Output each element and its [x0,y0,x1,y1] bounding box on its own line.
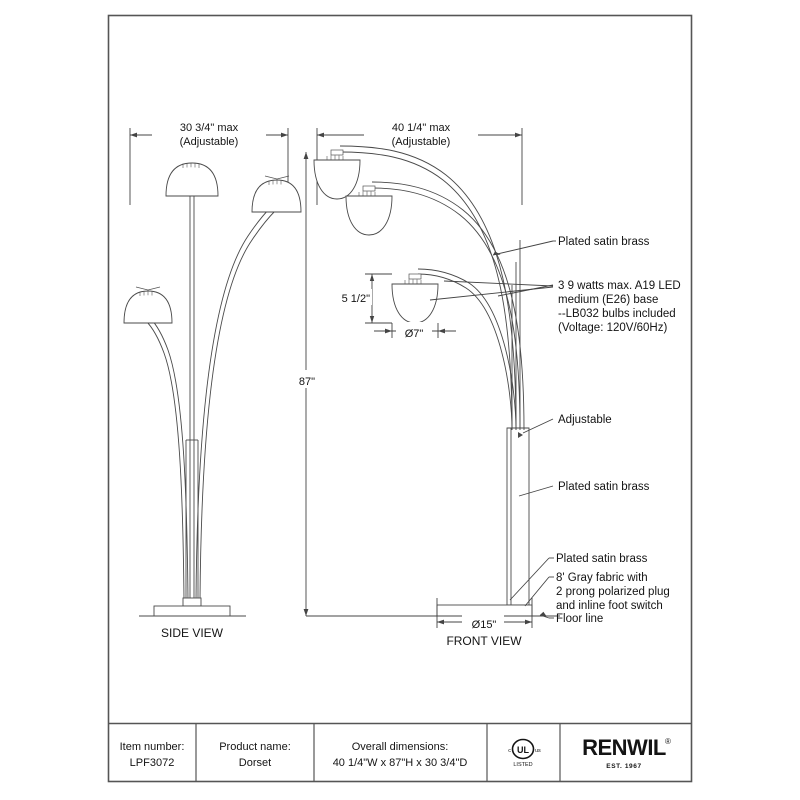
product-name-value: Dorset [239,757,271,769]
callout-leader-adjustable [522,418,554,434]
front-view-label: FRONT VIEW [446,634,522,648]
callout-plated-satin-brass-pole: Plated satin brass [558,481,650,493]
item-number-value: LPF3072 [130,757,175,769]
callout-floor-line: Floor line [556,613,603,625]
overall-dimensions-label: Overall dimensions: [352,741,449,753]
shade-diameter-dim-label: Ø7" [405,328,424,340]
callout-leader-plated-satin-brass-pole [518,485,554,497]
front-width-dim-line2: (Adjustable) [392,136,451,148]
callout-leader-bulb-spec [429,280,554,301]
side-arm-left [145,317,189,601]
side-width-dimension [129,124,289,205]
brand-name: RENWIL [582,735,666,760]
side-base [139,597,246,617]
front-width-dim-line1: 40 1/4" max [392,122,451,134]
front-height-dimension [294,152,320,616]
product-name-label: Product name: [219,741,291,753]
ul-listed-icon: UL c us LISTED [508,738,541,768]
shade-height-dim-label: 5 1/2" [342,293,370,305]
side-shade-left [123,286,173,324]
brand-logo: RENWIL ® EST. 1967 [582,735,671,770]
callout-leader-plated-satin-brass-base [509,557,554,601]
side-view-label: SIDE VIEW [161,626,224,640]
front-shade-1 [313,149,361,200]
brand-tagline: EST. 1967 [606,763,641,770]
callout-bulb-spec-line4: (Voltage: 120V/60Hz) [558,322,667,334]
callout-adjustable: Adjustable [558,414,612,426]
front-arm-2 [371,181,525,431]
title-block: Item number: LPF3072 Product name: Dorse… [108,722,692,782]
side-shade-right [251,175,302,213]
shade-height-dimension [334,273,392,324]
callout-cord-spec-line1: 8' Gray fabric with [556,572,648,584]
side-arm-right [195,205,277,601]
side-view-group: 30 3/4" max (Adjustable) [123,122,302,640]
base-diameter-dim-label: Ø15" [472,619,497,631]
front-view-group: 40 1/4" max (Adjustable) 87" [294,122,560,648]
callout-cord-spec-line3: and inline foot switch [556,600,663,612]
side-width-dim-line1: 30 3/4" max [180,122,239,134]
front-width-dimension [316,124,523,205]
item-number-label: Item number: [120,741,185,753]
ul-mark-text: UL [517,745,529,755]
ul-mark-left: c [508,748,511,754]
callout-leader-floor-line [539,611,554,619]
base-diameter-dimension [436,598,533,631]
ul-listed-caption: LISTED [513,762,532,768]
shade-diameter-dimension [374,322,456,340]
overall-dimensions-value: 40 1/4"W x 87"H x 30 3/4"D [333,757,468,769]
callout-bulb-spec-line2: medium (E26) base [558,294,658,306]
ul-mark-right: us [535,748,541,754]
front-shade-2 [345,185,393,236]
front-height-dim-label: 87" [299,376,315,388]
callout-bulb-spec-line3: --LB032 bulbs included [558,308,676,320]
callout-leader-plated-satin-brass-arm [492,240,556,256]
side-shade-center [165,162,219,197]
callout-plated-satin-brass-base: Plated satin brass [556,553,648,565]
callout-leader-cord-spec [524,576,554,607]
side-width-dim-line2: (Adjustable) [180,136,239,148]
front-arm-1 [339,145,517,431]
brand-registered-mark: ® [665,737,671,746]
callout-cord-spec-line2: 2 prong polarized plug [556,586,670,598]
front-arm-3 [417,268,517,431]
drawing-border [107,14,693,783]
callout-plated-satin-brass-arm: Plated satin brass [558,236,650,248]
callout-bulb-spec-line1: 3 9 watts max. A19 LED [558,280,681,292]
